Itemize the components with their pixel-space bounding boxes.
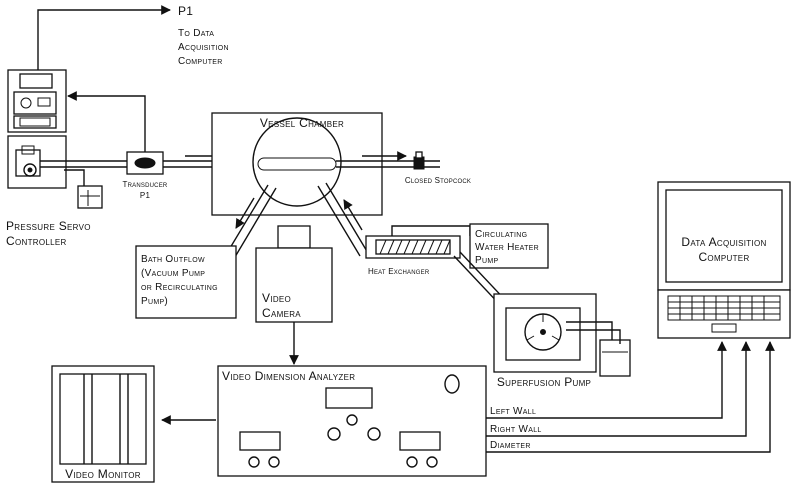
transducer-label-2: P1: [140, 191, 151, 200]
bath-outflow-box: [135, 245, 237, 319]
superfusion-inflow-arrow: [343, 199, 363, 231]
p1-label: P1: [178, 4, 193, 18]
video-dimension-analyzer-label: Video Dimension Analyzer: [222, 369, 355, 383]
superfusion-pump-label: Superfusion Pump: [497, 375, 591, 389]
p1-signal-line: [37, 5, 171, 70]
circulating-pump-label-1: Circulating: [475, 229, 527, 240]
pressure-servo-label-1: Pressure Servo: [6, 219, 91, 233]
video-monitor-label: Video Monitor: [65, 467, 141, 481]
heat-exchanger: [365, 225, 471, 259]
closed-stopcock-label: Closed Stopcock: [405, 176, 471, 185]
superfusion-pump: [493, 293, 613, 373]
to-daq-label-1: To Data: [178, 28, 214, 39]
right-wall-signal-line: [486, 341, 751, 437]
transducer-feedback-arrow: [67, 91, 146, 152]
pressure-servo-label-2: Controller: [6, 234, 67, 248]
controller-reservoir: [64, 169, 103, 209]
bath-outflow-tube-b: [231, 187, 277, 263]
bath-outflow-label-2: (Vacuum Pump: [141, 268, 205, 279]
circulating-pump-label-3: Pump: [475, 255, 498, 266]
superfusion-inflow-tube-b: [325, 182, 369, 254]
superfusion-inflow-tube-a: [317, 185, 361, 257]
pressure-servo-controller: [7, 69, 67, 189]
vessel-chamber-label: Vessel Chamber: [260, 116, 344, 130]
transducer: [126, 151, 164, 175]
video-camera-label-2: Camera: [262, 306, 301, 320]
closed-stopcock: [413, 151, 425, 170]
transducer-label-1: Transducer: [123, 180, 168, 189]
video-camera-label-1: Video: [262, 291, 291, 305]
superfusion-reservoir: [566, 329, 631, 377]
bath-outflow-label-3: or Recirculating: [141, 282, 218, 293]
bath-outflow-label-4: Pump): [141, 296, 168, 307]
left-wall-label: Left Wall: [490, 406, 536, 417]
circulating-pump-label-2: Water Heater: [475, 242, 539, 253]
diameter-signal-line: [486, 341, 775, 453]
to-daq-label-2: Acquisition: [178, 42, 229, 53]
bath-outflow-arrow: [235, 197, 255, 229]
data-acquisition-computer: [657, 181, 791, 339]
video-camera: [255, 225, 333, 323]
vessel-chamber: [211, 112, 383, 216]
daq-computer-label-2: Computer: [698, 250, 749, 264]
video-monitor: [51, 365, 155, 483]
heat-exchanger-label: Heat Exchanger: [368, 267, 430, 276]
left-wall-signal-line: [486, 341, 727, 419]
daq-computer-label-1: Data Acquisition: [681, 235, 766, 249]
diameter-label: Diameter: [490, 440, 531, 451]
circulating-pump-box: [469, 223, 549, 269]
to-daq-label-3: Computer: [178, 56, 223, 67]
right-wall-label: Right Wall: [490, 424, 542, 435]
bath-outflow-label-1: Bath Outflow: [141, 254, 205, 265]
video-dimension-analyzer: [217, 365, 487, 477]
